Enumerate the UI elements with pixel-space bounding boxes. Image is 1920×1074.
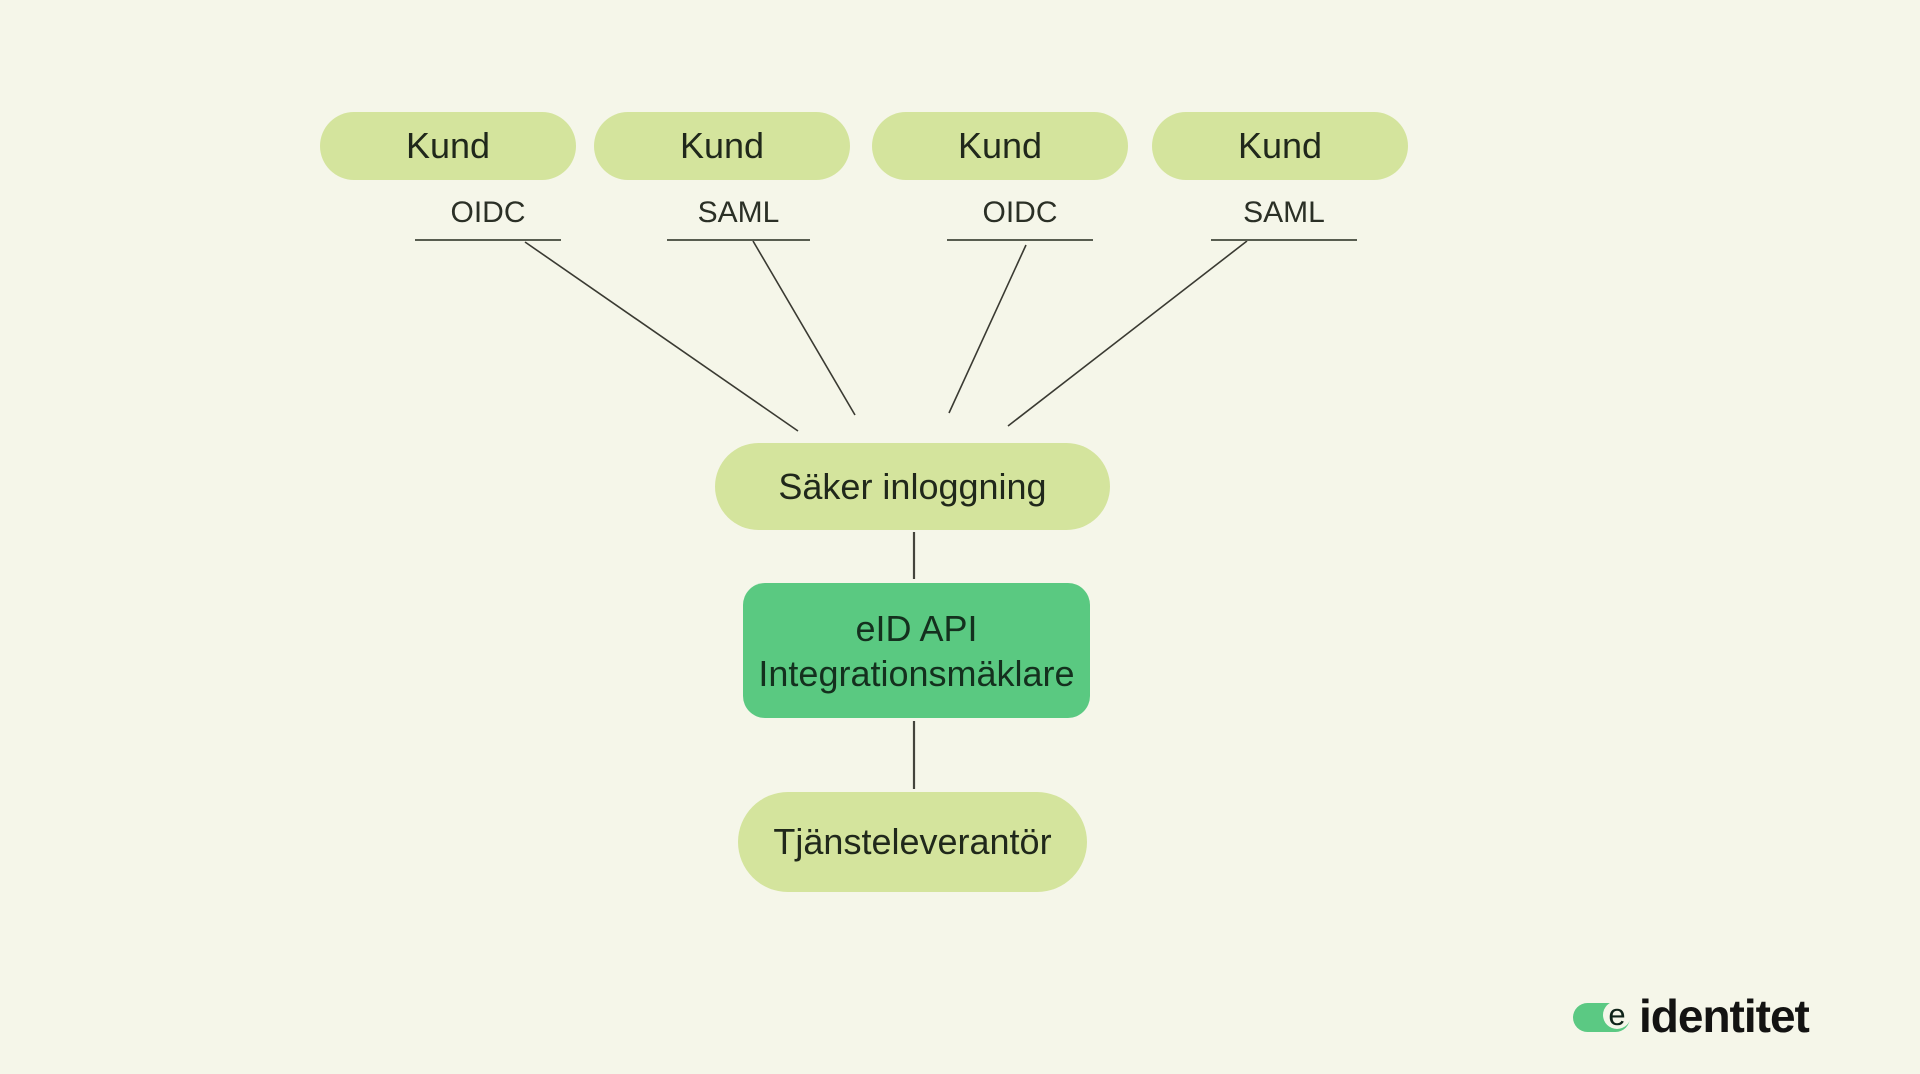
logo-e-icon: e	[1603, 999, 1631, 1030]
protocol-label-saml-4: SAML	[1211, 196, 1357, 241]
protocol-label-oidc-3: OIDC	[947, 196, 1093, 241]
node-customer-1: Kund	[320, 112, 576, 180]
connector-line-saml-2	[752, 240, 856, 416]
eidentitet-logo: e identitet	[1573, 985, 1833, 1047]
connector-line-oidc-1	[524, 241, 799, 432]
connector-line-saml-4	[1007, 240, 1248, 427]
node-secure-login: Säker inloggning	[715, 443, 1110, 530]
node-customer-2: Kund	[594, 112, 850, 180]
logo-wordmark: identitet	[1639, 990, 1810, 1042]
protocol-label-oidc-1: OIDC	[415, 196, 561, 241]
node-customer-3: Kund	[872, 112, 1128, 180]
node-service-provider: Tjänsteleverantör	[738, 792, 1087, 892]
node-eid-api-broker: eID API Integrationsmäklare	[743, 583, 1090, 718]
protocol-label-saml-2: SAML	[667, 196, 810, 241]
connector-line-oidc-3	[948, 244, 1027, 414]
node-customer-4: Kund	[1152, 112, 1408, 180]
